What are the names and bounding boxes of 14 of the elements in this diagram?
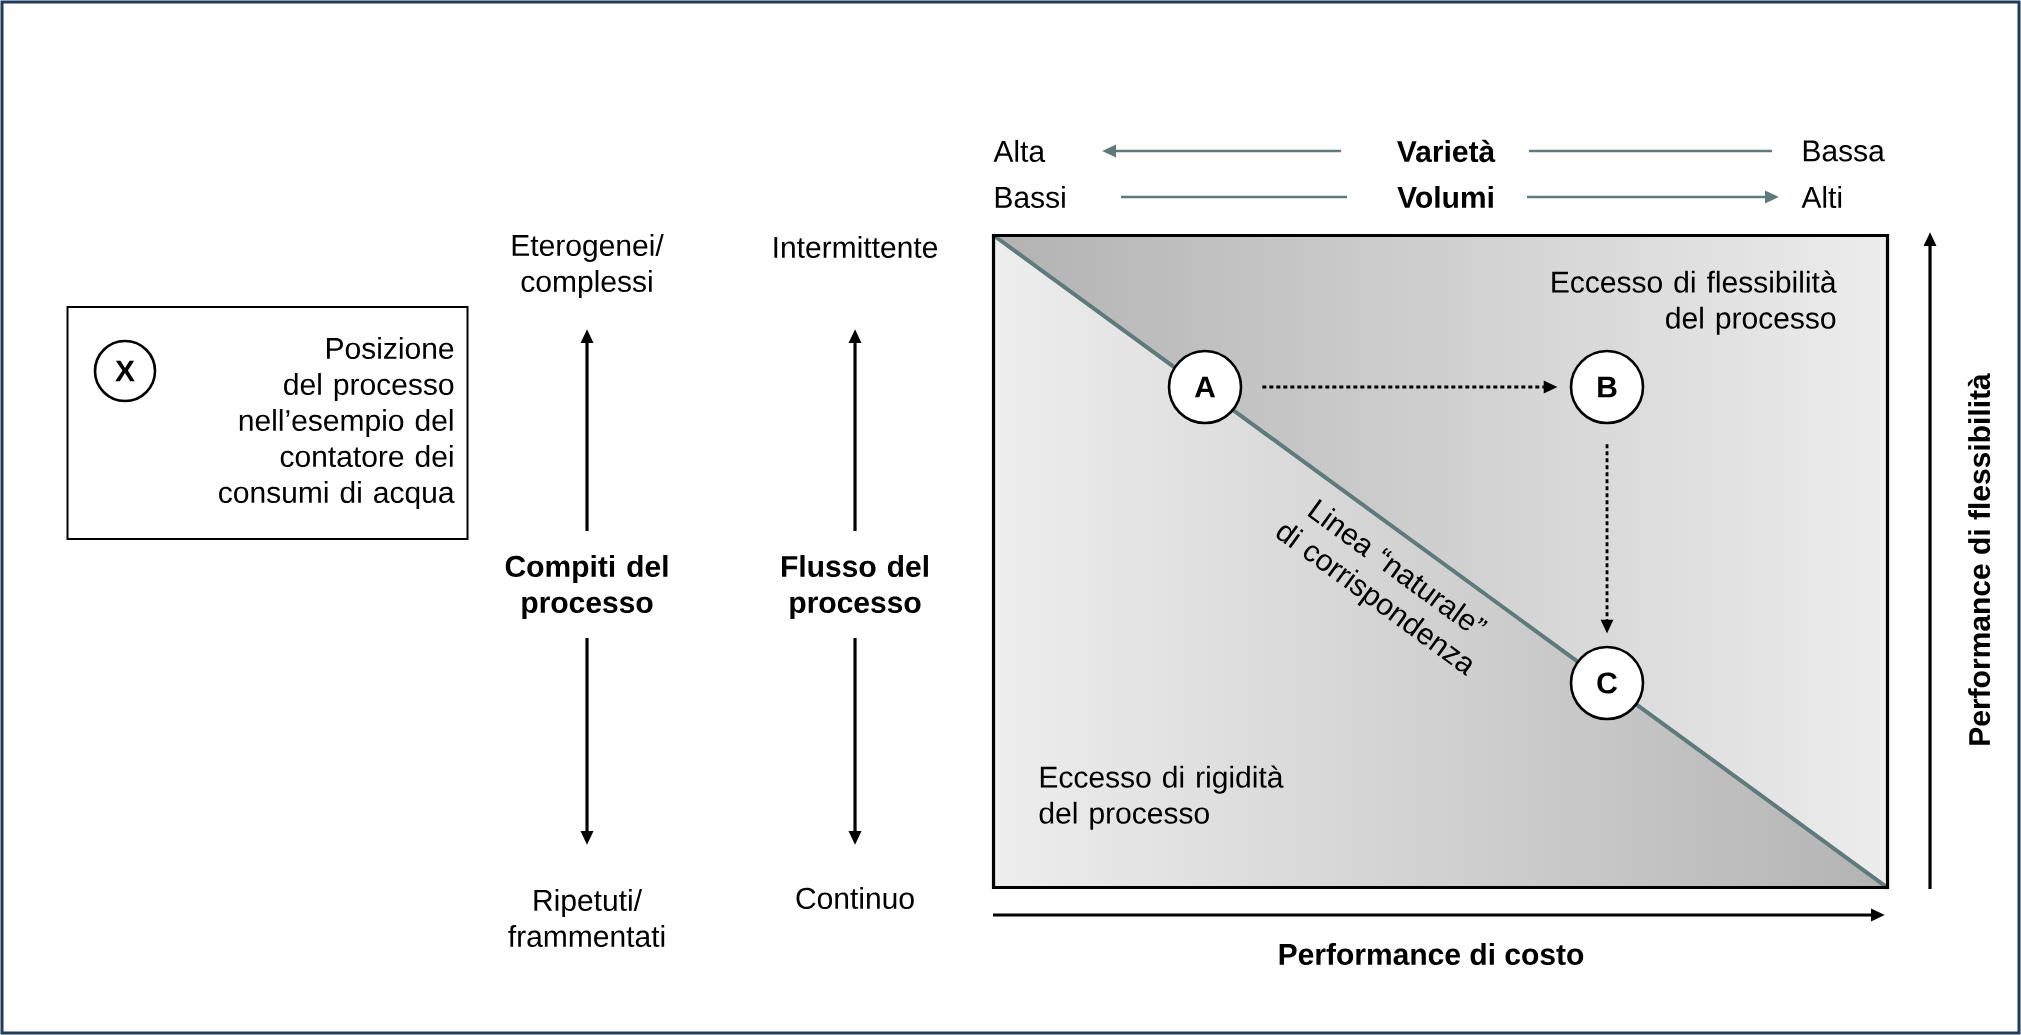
scale-label: Intermittente	[774, 236, 938, 258]
scale-label: Alti	[1801, 186, 1842, 208]
heading-label: Volumi	[1397, 186, 1493, 208]
heading-label: Flusso del processo	[782, 555, 928, 619]
scale-label: Bassi	[995, 186, 1065, 208]
scale-label: Ripetuti/ frammentati	[508, 889, 665, 947]
scale-label: Continuo	[796, 887, 914, 909]
heading-label: Varietà	[1397, 139, 1496, 163]
axis-label: Performance di flessibilità	[1967, 373, 1991, 745]
scale-label: Eterogenei/ complessi	[512, 234, 664, 298]
axis-label: Performance di costo	[1279, 943, 1584, 965]
scale-label: Alta	[993, 140, 1046, 162]
heading-label: Compiti del processo	[505, 555, 668, 619]
scale-label: Bassa	[1803, 140, 1885, 162]
